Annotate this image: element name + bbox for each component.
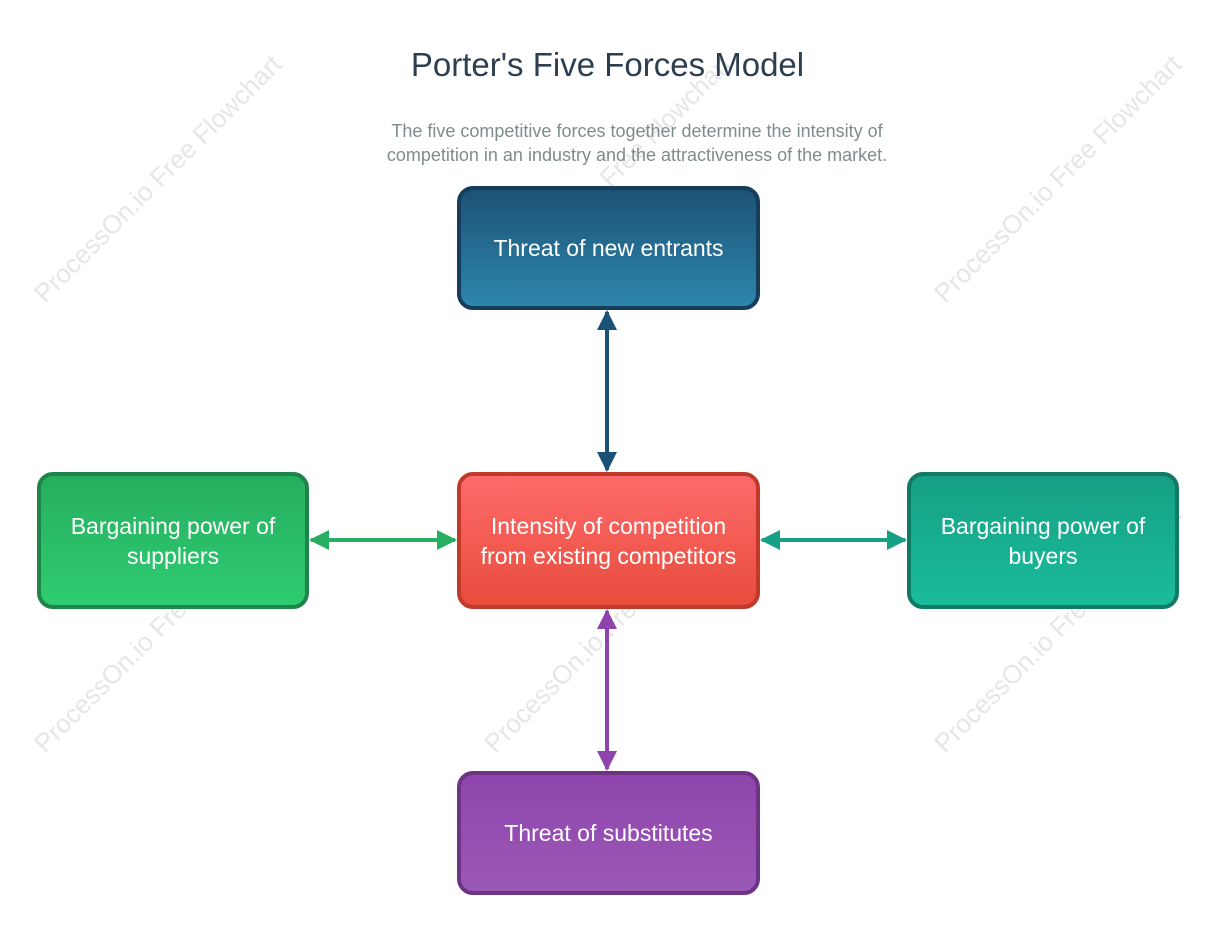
node-threat-of-substitutes: Threat of substitutes xyxy=(457,771,760,895)
diagram-subtitle: The five competitive forces together det… xyxy=(386,121,888,165)
node-label: Bargaining power of buyers xyxy=(940,512,1146,569)
node-label: Threat of new entrants xyxy=(493,235,724,261)
node-threat-of-new-entrants: Threat of new entrants xyxy=(457,186,760,310)
node-intensity-of-competition: Intensity of competition from existing c… xyxy=(457,472,760,609)
node-bargaining-power-of-buyers: Bargaining power of buyers xyxy=(907,472,1179,609)
diagram-title: Porter's Five Forces Model xyxy=(410,46,805,83)
node-label: Intensity of competition from existing c… xyxy=(480,512,737,569)
node-label: Bargaining power of suppliers xyxy=(70,512,276,569)
node-bargaining-power-of-suppliers: Bargaining power of suppliers xyxy=(37,472,309,609)
node-label: Threat of substitutes xyxy=(504,820,713,846)
